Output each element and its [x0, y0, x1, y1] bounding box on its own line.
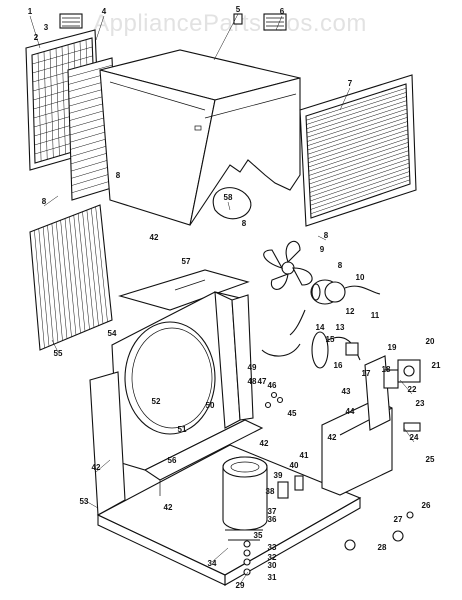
part-number-label: 45	[288, 409, 297, 418]
part-number-label: 41	[300, 451, 309, 460]
part-number-label: 8	[324, 231, 329, 240]
part-number-label: 29	[236, 581, 245, 590]
part-number-label: 42	[328, 433, 337, 442]
leader-line	[227, 201, 231, 211]
part-number-label: 8	[242, 219, 247, 228]
part-number-label: 33	[268, 543, 277, 552]
cabinet-shell	[99, 49, 301, 226]
part-number-label: 27	[394, 515, 403, 524]
fan-motor	[289, 279, 381, 336]
part-number-label: 38	[266, 487, 275, 496]
part-number-label: 56	[168, 456, 177, 465]
small-hardware	[243, 342, 421, 576]
part-number-label: 18	[382, 365, 391, 374]
part-number-label: 42	[92, 463, 101, 472]
part-number-label: 30	[268, 561, 277, 570]
part-number-label: 32	[268, 553, 277, 562]
part-number-label: 49	[248, 363, 257, 372]
part-number-label: 8	[116, 171, 121, 180]
cooling-coil	[29, 204, 113, 351]
capacitor	[261, 331, 361, 369]
part-number-label: 35	[254, 531, 263, 540]
corner-clips	[59, 13, 287, 31]
part-number-label: 42	[164, 503, 173, 512]
leader-line	[29, 15, 41, 49]
part-number-label: 52	[152, 397, 161, 406]
leader-line	[83, 499, 99, 509]
part-number-label: 3	[44, 23, 49, 32]
control-box	[321, 355, 399, 496]
part-number-label: 54	[108, 329, 117, 338]
part-number-label: 44	[346, 407, 355, 416]
part-number-label: 4	[102, 7, 107, 16]
part-number-label: 20	[426, 337, 435, 346]
leader-line	[275, 15, 283, 31]
part-number-label: 21	[432, 361, 441, 370]
part-number-label: 7	[348, 79, 353, 88]
part-number-label: 34	[208, 559, 217, 568]
part-number-label: 57	[182, 257, 191, 266]
part-number-label: 37	[268, 507, 277, 516]
part-number-label: 10	[356, 273, 365, 282]
motor-mount-plate	[118, 269, 250, 311]
part-number-label: 42	[150, 233, 159, 242]
part-number-label: 46	[268, 381, 277, 390]
part-number-label: 8	[42, 197, 47, 206]
part-number-label: 48	[248, 377, 257, 386]
part-number-label: 14	[316, 323, 325, 332]
part-number-label: 9	[320, 245, 325, 254]
base-frame	[89, 371, 362, 586]
part-number-label: 31	[268, 573, 277, 582]
part-number-label: 25	[426, 455, 435, 464]
part-number-label: 22	[408, 385, 417, 394]
leader-line	[95, 459, 111, 473]
leader-line	[43, 195, 59, 207]
leader-line	[317, 235, 327, 241]
part-number-label: 13	[336, 323, 345, 332]
leader-lines	[29, 13, 415, 585]
part-number-label: 16	[334, 361, 343, 370]
leader-line	[399, 379, 413, 395]
compressor	[222, 456, 268, 541]
part-number-label: 58	[224, 193, 233, 202]
leader-line	[95, 15, 105, 41]
part-number-label: 15	[326, 335, 335, 344]
part-number-label: 17	[362, 369, 371, 378]
part-number-label: 43	[342, 387, 351, 396]
part-number-label: 8	[338, 261, 343, 270]
rotary-switch	[397, 359, 421, 383]
fan-blade	[263, 240, 313, 290]
leader-line	[339, 87, 351, 111]
part-number-label: 51	[178, 425, 187, 434]
part-number-label: 47	[258, 377, 267, 386]
part-number-label: 26	[422, 501, 431, 510]
part-number-label: 2	[34, 33, 39, 42]
part-number-label: 23	[416, 399, 425, 408]
leader-line	[211, 547, 229, 563]
part-number-label: 39	[274, 471, 283, 480]
part-number-label: 19	[388, 343, 397, 352]
part-number-label: 5	[236, 5, 241, 14]
leader-line	[403, 427, 415, 443]
part-number-label: 24	[410, 433, 419, 442]
part-number-label: 50	[206, 401, 215, 410]
part-number-label: 36	[268, 515, 277, 524]
part-number-label: 11	[371, 311, 380, 320]
leader-line	[213, 13, 239, 61]
part-number-label: 1	[28, 7, 33, 16]
part-number-label: 28	[378, 543, 387, 552]
part-number-label: 40	[290, 461, 299, 470]
part-number-label: 42	[260, 439, 269, 448]
part-number-label: 6	[280, 7, 285, 16]
right-louver-panel	[299, 74, 417, 227]
part-number-label: 12	[346, 307, 355, 316]
part-number-label: 55	[54, 349, 63, 358]
leader-line	[51, 339, 59, 353]
part-number-label: 53	[80, 497, 89, 506]
wire-ring	[212, 187, 252, 220]
leader-line	[239, 571, 249, 585]
